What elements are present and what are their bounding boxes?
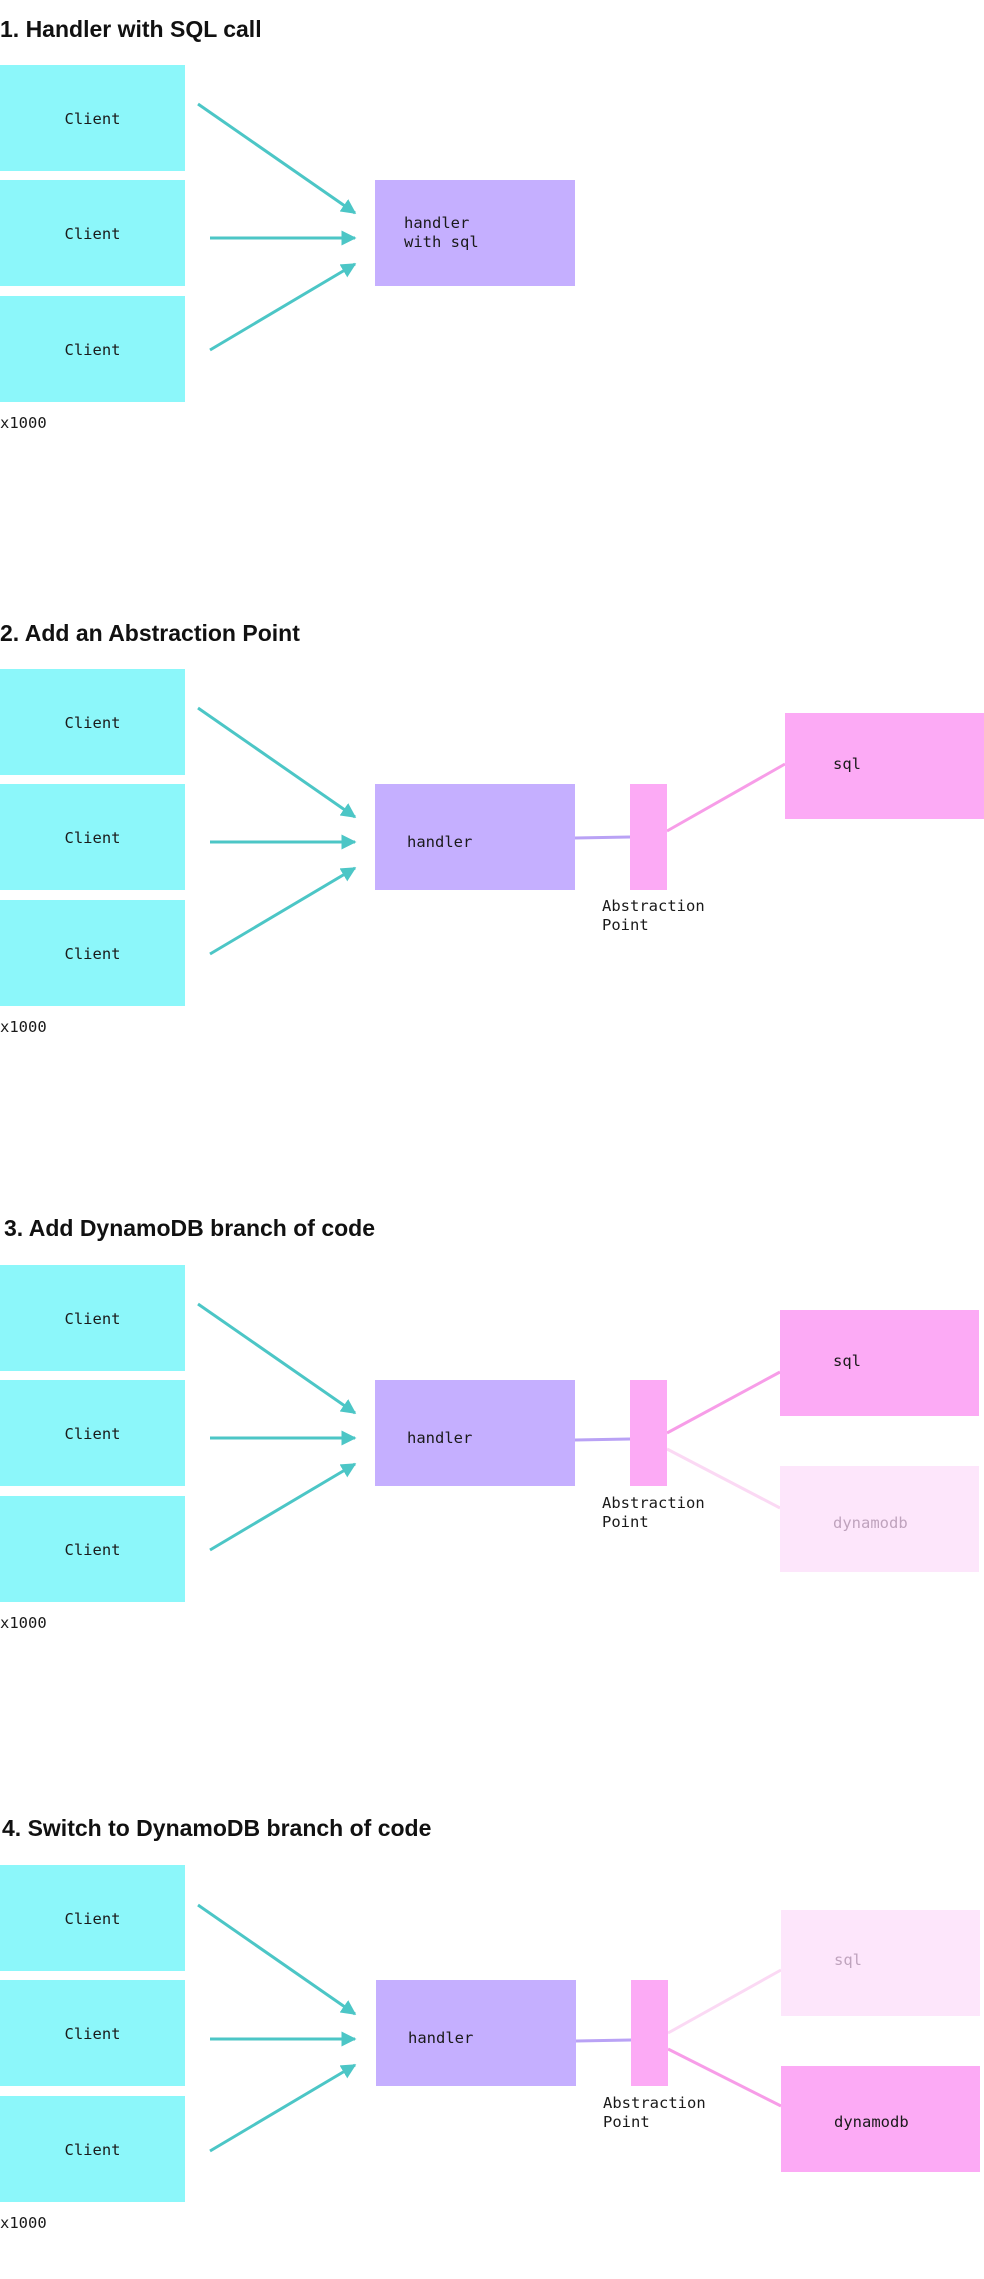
handler-connector xyxy=(575,2038,632,2043)
handler-box xyxy=(375,180,575,286)
sql-branch-line xyxy=(667,1968,782,2035)
dynamodb-label: dynamodb xyxy=(833,1514,908,1532)
arrow-right-icon xyxy=(197,1302,357,1415)
handler-label: handler xyxy=(404,214,469,232)
client-box xyxy=(0,784,185,890)
client-label: Client xyxy=(65,1425,121,1443)
abstraction-point-label: Point xyxy=(603,2113,650,2131)
sql-box xyxy=(785,713,984,819)
client-multiplier: x1000 xyxy=(0,2214,47,2232)
client-multiplier: x1000 xyxy=(0,1614,47,1632)
sql-branch-line xyxy=(666,1370,781,1435)
handler-connector xyxy=(574,1437,631,1442)
arrow-right-icon xyxy=(209,866,357,956)
sql-box xyxy=(781,1910,980,2016)
dynamodb-box xyxy=(780,1466,979,1572)
handler-label: handler xyxy=(407,1429,472,1447)
section-title: 2. Add an Abstraction Point xyxy=(0,620,300,646)
client-box xyxy=(0,65,185,171)
client-label: Client xyxy=(65,829,121,847)
section-title: 3. Add DynamoDB branch of code xyxy=(4,1215,375,1241)
client-label: Client xyxy=(65,2025,121,2043)
abstraction-point-label: Abstraction xyxy=(602,1494,705,1512)
client-label: Client xyxy=(65,1910,121,1928)
client-label: Client xyxy=(65,2141,121,2159)
client-box xyxy=(0,669,185,775)
abstraction-point-box xyxy=(630,1380,667,1486)
client-multiplier: x1000 xyxy=(0,414,47,432)
client-box xyxy=(0,1865,185,1971)
client-box xyxy=(0,180,185,286)
section-4: 4. Switch to DynamoDB branch of code Cli… xyxy=(0,1815,980,2232)
client-box xyxy=(0,296,185,402)
sql-branch-line xyxy=(666,762,786,833)
dynamodb-branch-line xyxy=(667,2047,782,2108)
arrow-right-icon xyxy=(197,102,357,215)
section-3: 3. Add DynamoDB branch of code Client Cl… xyxy=(0,1215,979,1632)
abstraction-point-label: Point xyxy=(602,1513,649,1531)
abstraction-point-box xyxy=(631,1980,668,2086)
client-box xyxy=(0,1496,185,1602)
dynamodb-box xyxy=(781,2066,980,2172)
abstraction-point-label: Abstraction xyxy=(603,2094,706,2112)
dynamodb-branch-line xyxy=(666,1447,781,1510)
client-label: Client xyxy=(65,945,121,963)
sql-label: sql xyxy=(834,1951,862,1969)
handler-label: handler xyxy=(407,833,472,851)
client-label: Client xyxy=(65,225,121,243)
client-box xyxy=(0,1380,185,1486)
abstraction-point-label: Point xyxy=(602,916,649,934)
client-multiplier: x1000 xyxy=(0,1018,47,1036)
sql-box xyxy=(780,1310,979,1416)
client-label: Client xyxy=(65,110,121,128)
client-label: Client xyxy=(65,1310,121,1328)
handler-box xyxy=(375,784,575,890)
section-1: 1. Handler with SQL call Client Client C… xyxy=(0,16,575,432)
section-title: 4. Switch to DynamoDB branch of code xyxy=(2,1815,431,1841)
sql-label: sql xyxy=(833,755,861,773)
handler-connector xyxy=(574,835,631,840)
client-box xyxy=(0,2096,185,2202)
arrow-right-icon xyxy=(209,1462,357,1552)
sql-label: sql xyxy=(833,1352,861,1370)
handler-box xyxy=(375,1380,575,1486)
section-title: 1. Handler with SQL call xyxy=(0,16,262,42)
client-label: Client xyxy=(65,1541,121,1559)
abstraction-point-box xyxy=(630,784,667,890)
client-label: Client xyxy=(65,341,121,359)
section-2: 2. Add an Abstraction Point Client Clien… xyxy=(0,620,984,1036)
arrow-right-icon xyxy=(197,1903,357,2016)
client-box xyxy=(0,1980,185,2086)
arrow-right-icon xyxy=(209,2063,357,2153)
client-label: Client xyxy=(65,714,121,732)
abstraction-point-label: Abstraction xyxy=(602,897,705,915)
client-box xyxy=(0,900,185,1006)
client-box xyxy=(0,1265,185,1371)
handler-box xyxy=(376,1980,576,2086)
handler-label: handler xyxy=(408,2029,473,2047)
handler-label: with sql xyxy=(404,233,479,251)
arrow-right-icon xyxy=(209,262,357,352)
arrow-right-icon xyxy=(197,706,357,819)
dynamodb-label: dynamodb xyxy=(834,2113,909,2131)
